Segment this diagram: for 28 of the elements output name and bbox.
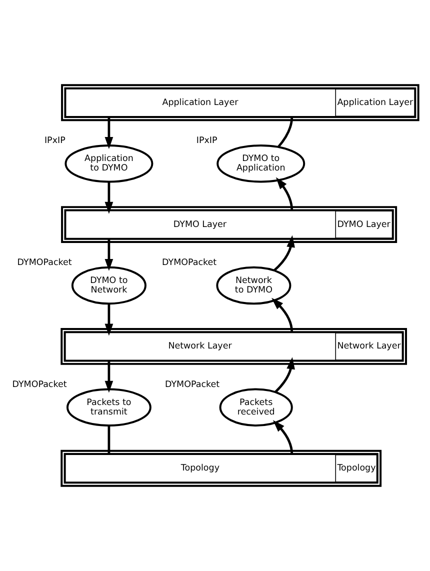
node-ellipse: Network to DYMO [216,266,292,305]
node-label: DYMOPacket [162,258,217,268]
node-label: DYMOPacket [164,380,220,390]
node-ellipse: Application to DYMO [64,144,154,183]
arrow [274,357,295,393]
node-ellipse: DYMO to Network [71,266,146,305]
node-ellipse: Packets to transmit [66,388,152,426]
arrow [104,360,114,393]
node-label: DYMOPacket [17,258,72,268]
node-box: Topology Topology [60,450,382,487]
arrow [273,235,295,272]
arrow [272,298,294,332]
node-label: DYMOPacket [12,380,67,390]
arrow [104,238,114,271]
node-ellipse: Packets received [219,388,293,426]
node-box: DYMO Layer DYMO Layer [61,206,398,244]
arrow [272,420,294,454]
node-label: IPxIP [44,136,66,146]
node-box: Network Layer Network Layer [60,328,407,365]
arrow [104,117,114,150]
arrow [104,304,114,336]
connector [277,116,294,148]
arrow [276,177,294,210]
arrow [104,182,114,214]
node-box: Application Layer Application Layer [61,84,420,122]
node-ellipse: DYMO to Application [216,144,306,183]
connector [108,426,110,454]
node-label: IPxIP [196,136,218,146]
